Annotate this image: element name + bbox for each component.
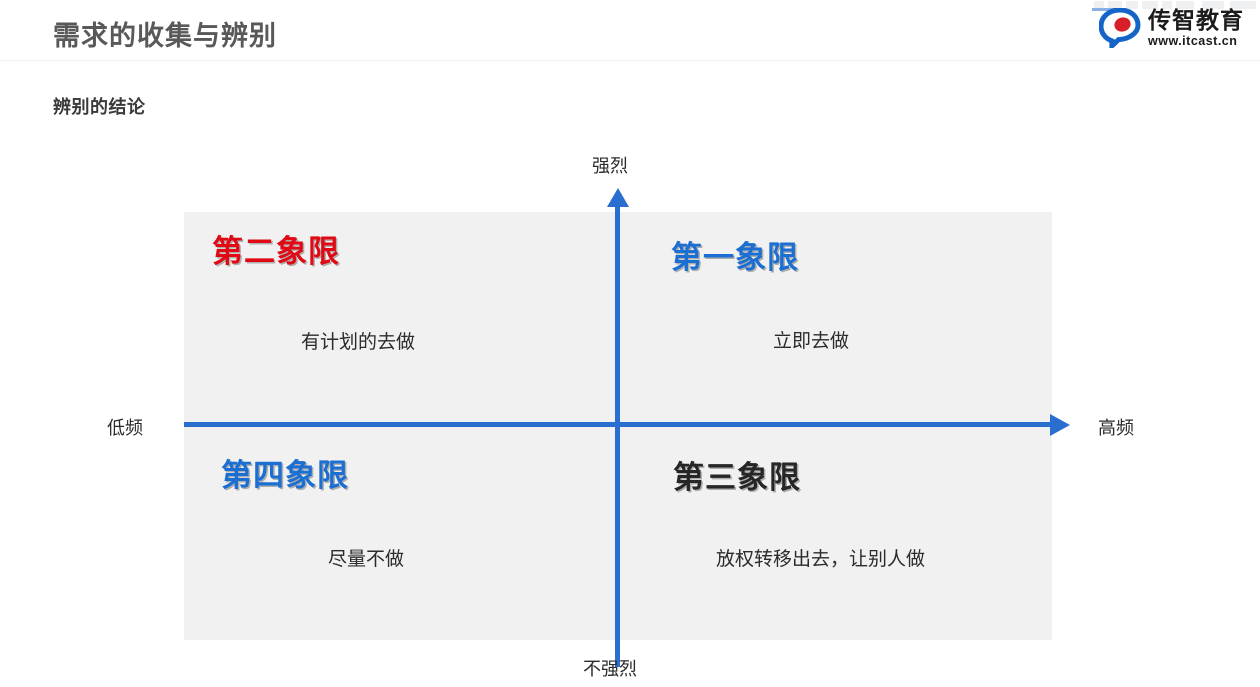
page-title: 需求的收集与辨别 [53, 21, 277, 51]
quadrant-three: 第三象限 放权转移出去，让别人做 [673, 452, 925, 571]
page-header: 需求的收集与辨别 传智教育 www.itcast.cn [0, 0, 1260, 61]
quadrant-one-title: 第一象限 [671, 240, 799, 275]
quadrant-four-description: 尽量不做 [328, 549, 405, 570]
axis-label-right: 高频 [1098, 418, 1134, 438]
axis-label-top: 强烈 [592, 156, 628, 176]
quadrant-two-title: 第二象限 [212, 234, 340, 269]
quadrant-one: 第一象限 立即去做 [671, 232, 849, 353]
logo-company-name: 传智教育 [1148, 6, 1244, 33]
vertical-axis-arrow-icon [607, 188, 629, 207]
quadrant-four: 第四象限 尽量不做 [221, 450, 404, 571]
section-subtitle: 辨别的结论 [53, 97, 146, 117]
vertical-axis-line [615, 203, 620, 667]
itcast-logo-icon [1099, 8, 1141, 48]
quadrant-three-description: 放权转移出去，让别人做 [716, 549, 926, 570]
quadrant-two-description: 有计划的去做 [301, 332, 416, 353]
axis-label-left: 低频 [107, 418, 143, 438]
truncated-toolbar-artifacts [1090, 0, 1260, 11]
quadrant-three-title: 第三象限 [673, 460, 801, 495]
quadrant-one-description: 立即去做 [773, 331, 850, 352]
logo-website-url: www.itcast.cn [1148, 33, 1238, 48]
quadrant-two: 第二象限 有计划的去做 [212, 226, 415, 354]
quadrant-four-title: 第四象限 [221, 458, 349, 493]
axis-label-bottom: 不强烈 [583, 659, 637, 679]
horizontal-axis-arrow-icon [1050, 414, 1070, 436]
logo-text-block: 传智教育 www.itcast.cn [1148, 6, 1244, 48]
brand-logo: 传智教育 www.itcast.cn [1099, 6, 1244, 50]
